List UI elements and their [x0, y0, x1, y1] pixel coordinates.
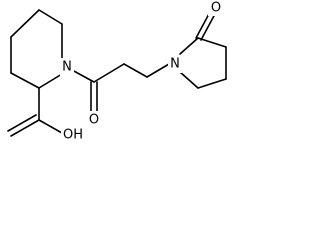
bond	[197, 37, 227, 48]
ring-nitrogen-label: N	[62, 60, 72, 75]
double-bond	[7, 114, 37, 132]
bond	[10, 9, 40, 38]
double-bond	[195, 11, 211, 39]
bond	[179, 37, 199, 55]
bond	[71, 69, 95, 83]
bond	[197, 78, 227, 89]
bond	[38, 119, 63, 134]
piperidine-ring	[10, 9, 63, 89]
hydroxyl-label: OH	[63, 128, 83, 143]
bond	[38, 9, 63, 25]
lactam-nitrogen-label: N	[170, 57, 180, 72]
bond	[10, 72, 40, 89]
chemical-structure: N N O O OH	[7, 0, 227, 144]
acetyl-linker	[71, 63, 170, 114]
lactam-oxygen-label: O	[211, 1, 221, 16]
bond	[179, 71, 199, 89]
double-bond	[200, 13, 216, 41]
bond	[93, 63, 125, 83]
bond	[146, 63, 170, 78]
amide-oxygen-label: O	[89, 113, 99, 128]
carboxylic-acid-group	[7, 87, 63, 137]
atom-labels: N N O O OH	[60, 0, 225, 144]
double-bond	[10, 119, 40, 137]
bond	[123, 63, 148, 78]
pyrrolidinone-ring	[179, 11, 227, 89]
bond	[38, 73, 63, 89]
